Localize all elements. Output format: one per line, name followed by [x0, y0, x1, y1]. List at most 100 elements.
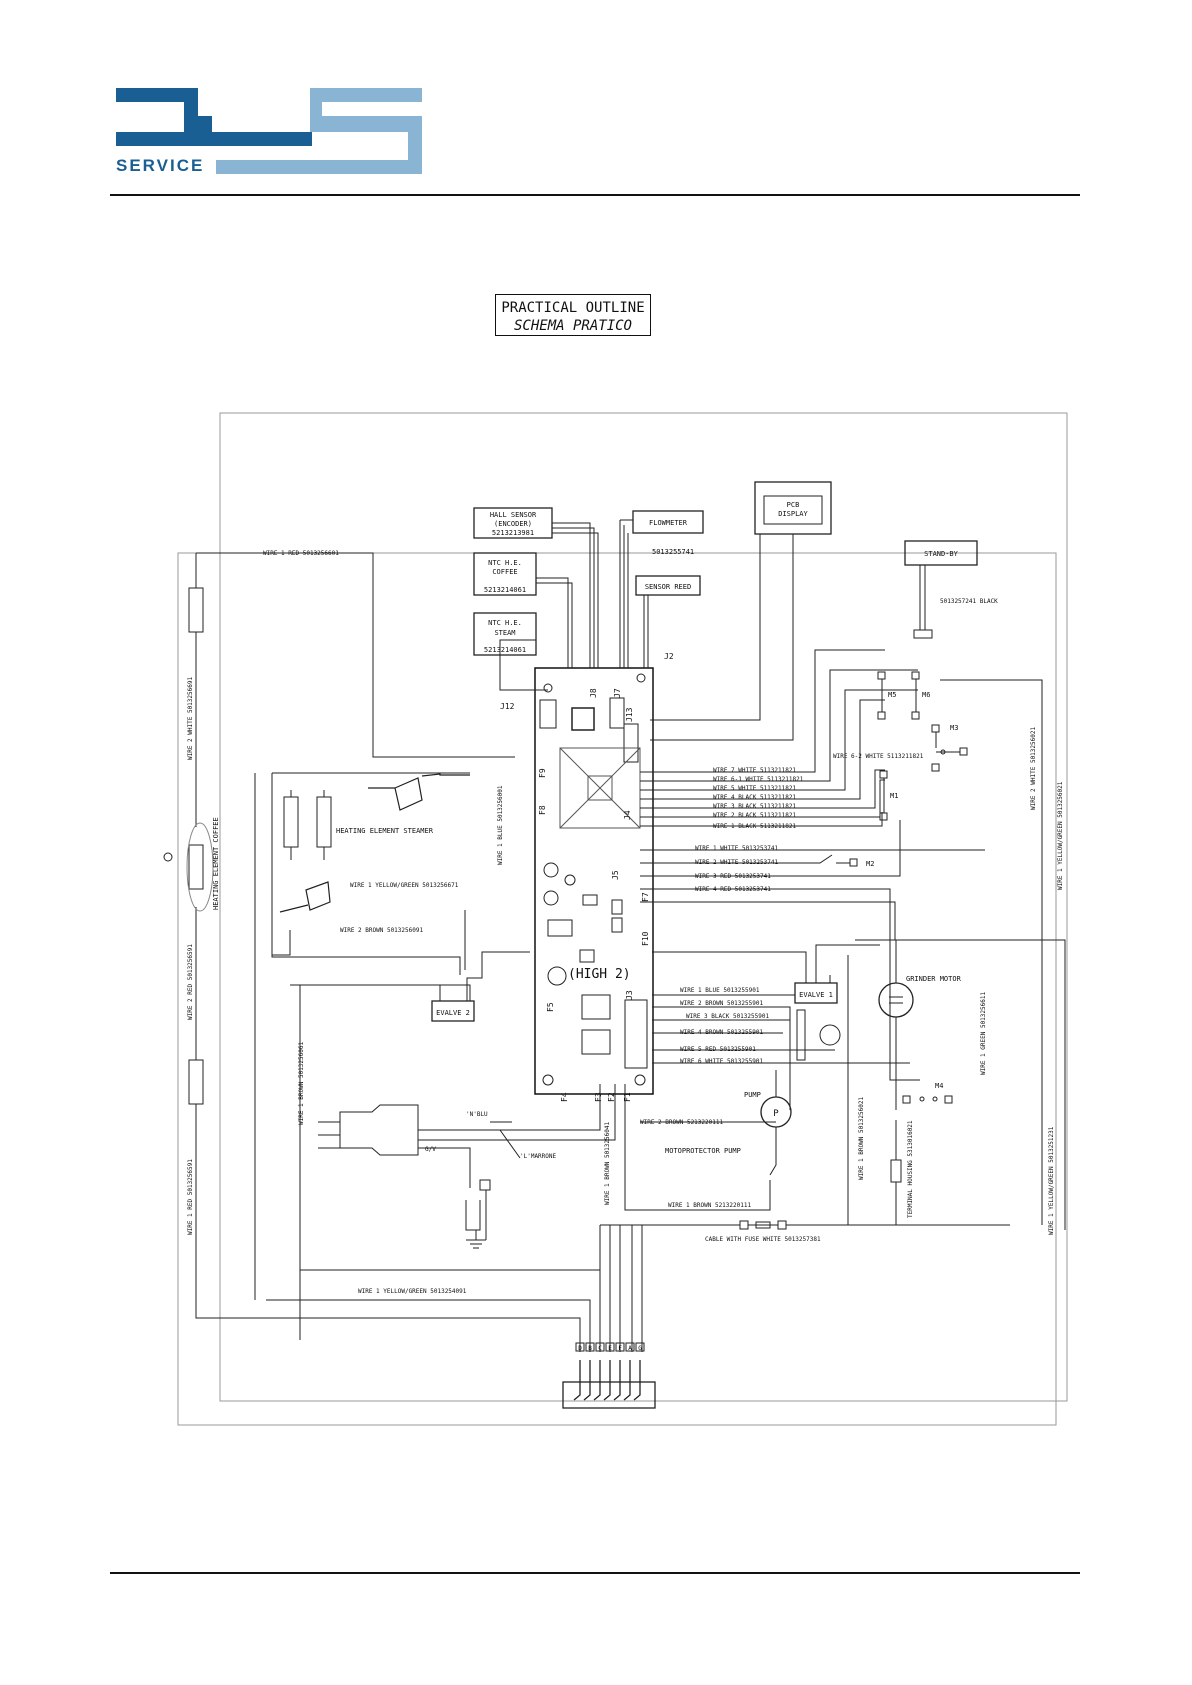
svg-text:COFFEE: COFFEE [492, 568, 517, 576]
bottom-wire-bundle [254, 679, 1066, 1352]
earth-terminal [465, 1179, 491, 1249]
wire-right-white2: WIRE 2 WHITE 5013256021 [1030, 727, 1037, 810]
standby-connector [913, 629, 933, 639]
terminal-b: B [588, 1345, 592, 1352]
pump: P PUMP [640, 1070, 792, 1150]
switch-m6 [911, 671, 920, 720]
j4-wire-5: WIRE 5 WHITE 5113211821 [713, 785, 796, 792]
conn-j12: J12 [500, 702, 515, 711]
svg-text:NTC H.E.: NTC H.E. [488, 619, 522, 627]
conn-j7: J7 [613, 688, 622, 698]
logo-s-mark [216, 88, 422, 174]
board-model: (HIGH 2) [568, 967, 631, 982]
wire-yg-bottom: WIRE 1 YELLOW/GREEN 5013254091 [358, 1288, 467, 1295]
j4-wire-61: WIRE 6-1 WHITE 5113211821 [713, 776, 804, 783]
svg-text:G/V: G/V [425, 1146, 436, 1153]
sensor-code: 5013255741 [652, 548, 694, 556]
terminal-g: G [638, 1345, 642, 1352]
conn-f5: F5 [546, 1002, 555, 1012]
conn-f8: F8 [538, 805, 547, 815]
flowmeter-box: FLOWMETER [632, 510, 704, 534]
coil-component [796, 1009, 841, 1061]
svg-text:SENSOR REED: SENSOR REED [645, 583, 691, 591]
switch-m3 [931, 724, 968, 772]
label-m5: M5 [888, 691, 896, 699]
outer-frame [219, 412, 1068, 1402]
j5-wire-2: WIRE 2 WHITE 5013253741 [695, 859, 778, 866]
conn-j5: J5 [611, 870, 620, 880]
svg-text:P: P [773, 1109, 779, 1119]
conn-f1: F1 [623, 1092, 632, 1102]
svg-text:STAND-BY: STAND-BY [924, 550, 959, 558]
j4-wire-3: WIRE 3 BLACK 5113211821 [713, 803, 796, 810]
logo-d-mark [116, 88, 198, 146]
wire-blue: WIRE 1 BLUE 5013256001 [497, 785, 504, 865]
sensor-reed-box: SENSOR REED [635, 575, 701, 596]
terminal-f: F [618, 1345, 622, 1352]
svg-text:EVALVE 2: EVALVE 2 [436, 1009, 470, 1017]
j4-wire-group [640, 649, 918, 827]
title-line2: SCHEMA PRATICO [513, 318, 632, 334]
j3-wire-3: WIRE 3 BLACK 5013255901 [686, 1013, 769, 1020]
motoprotector-label: MOTOPROTECTOR PUMP [665, 1147, 741, 1155]
switch-m4 [902, 1095, 953, 1104]
hall-sensor-box: HALL SENSOR (ENCODER) 5213213981 [473, 507, 553, 539]
j4-wire-4: WIRE 4 BLACK 5113211821 [713, 794, 796, 801]
wire-pump-brown1: WIRE 1 BROWN 5213220111 [668, 1202, 751, 1209]
conn-f4: F4 [560, 1092, 569, 1102]
j5-wire-3: WIRE 3 RED 5013253741 [695, 873, 771, 880]
inner-frame [177, 552, 1057, 1426]
svg-text:(ENCODER): (ENCODER) [494, 520, 532, 528]
svg-text:EVALVE 1: EVALVE 1 [799, 991, 833, 999]
conn-f9: F9 [538, 768, 547, 778]
wire-top-red: WIRE 1 RED 5013256601 [263, 550, 339, 557]
terminal-housing-label: TERMINAL HOUSING 5313016021 [907, 1120, 914, 1218]
terminal-c: C [598, 1345, 602, 1352]
label-m1: M1 [890, 792, 898, 800]
bundle-top [499, 519, 926, 741]
conn-f10: F10 [641, 931, 650, 946]
thermostat-steamer [368, 773, 470, 811]
wire-62: WIRE 6-2 WHITE 5113211821 [833, 753, 924, 760]
terminal-housing [890, 1159, 902, 1183]
wire-left-red1: WIRE 1 RED 5013256591 [187, 1159, 194, 1235]
j5-wire-group [640, 820, 985, 1081]
title-box: PRACTICAL OUTLINE SCHEMA PRATICO [495, 294, 651, 336]
label-m2: M2 [866, 860, 874, 868]
wire-pump-brown2: WIRE 2 BROWN 5213220111 [640, 1119, 723, 1126]
evalve1-box: EVALVE 1 [794, 982, 838, 1004]
motoprotector [624, 1084, 777, 1211]
wire-left-red2: WIRE 2 RED 5013256591 [187, 944, 194, 1020]
evalve1-wires [652, 944, 880, 983]
terminal-e: E [608, 1345, 612, 1352]
evalve2-wires [290, 910, 530, 1340]
wire-brown2-left: WIRE 2 BROWN 5013256091 [340, 927, 423, 934]
ntc-coffee-box: NTC H.E. COFFEE 5213214061 [473, 552, 537, 596]
j5-wire-1: WIRE 1 WHITE 5013253741 [695, 845, 778, 852]
logo-l-mark [198, 116, 312, 146]
j4-wire-2: WIRE 2 BLACK 5113211821 [713, 812, 796, 819]
label-m4: M4 [935, 1082, 943, 1090]
pcb-display-box: PCB DISPLAY [754, 481, 832, 535]
svg-text:HEATING ELEMENT STEAMER: HEATING ELEMENT STEAMER [336, 827, 434, 835]
wire-brown1-left: WIRE 1 BROWN 5013256061 [298, 1042, 305, 1125]
conn-j8: J8 [589, 688, 598, 698]
j4-wire-7: WIRE 7 WHITE 5113211821 [713, 767, 796, 774]
svg-text:5213214061: 5213214061 [484, 646, 526, 654]
svg-text:FLOWMETER: FLOWMETER [649, 519, 688, 527]
grinder-motor: GRINDER MOTOR [878, 975, 962, 1018]
conn-j13: J13 [625, 707, 634, 722]
wire-green-right: WIRE 1 GREEN 5013256611 [980, 992, 987, 1075]
svg-text:HEATING ELEMENT COFFEE: HEATING ELEMENT COFFEE [212, 817, 220, 910]
wire-yg-left: WIRE 1 YELLOW/GREEN 5013256671 [350, 882, 459, 889]
svg-text:'L'MARRONE: 'L'MARRONE [520, 1153, 557, 1160]
svg-text:5213214061: 5213214061 [484, 586, 526, 594]
heating-element-coffee: HEATING ELEMENT COFFEE [163, 553, 581, 1352]
j4-wire-1: WIRE 1 BLACK 5113211821 [713, 823, 796, 830]
wire-right-yg-bottom: WIRE 1 YELLOW/GREEN 5013251231 [1048, 1126, 1055, 1235]
conn-f2: F2 [607, 1092, 616, 1102]
wire-left-white: WIRE 2 WHITE 5013256691 [187, 677, 194, 760]
svg-text:STEAM: STEAM [494, 629, 515, 637]
wire-right-yg1: WIRE 1 YELLOW/GREEN 5013256021 [1057, 781, 1064, 890]
